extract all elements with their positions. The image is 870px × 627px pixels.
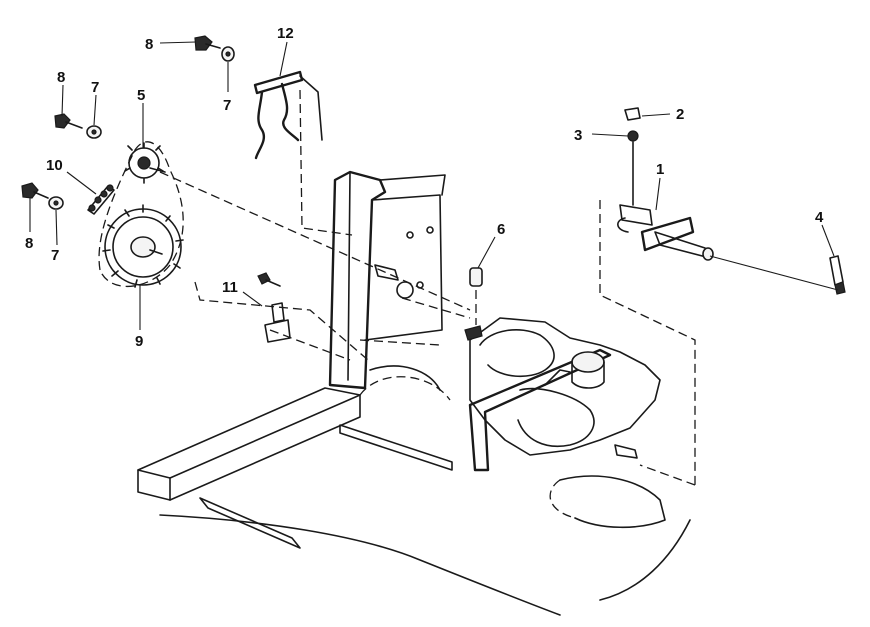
callout-11: 11 (222, 279, 238, 296)
callout-10: 10 (46, 157, 63, 174)
assembly-guide-lines (159, 89, 839, 486)
callout-7: 7 (51, 247, 59, 264)
roller-chain-part-10 (87, 184, 115, 215)
gearbox-assembly (359, 317, 666, 529)
machine-frame (137, 387, 691, 616)
callout-7: 7 (91, 79, 99, 96)
left-fasteners (21, 113, 102, 210)
callout-labels: 8 12 7 8 7 5 10 8 7 9 11 6 2 3 1 4 (25, 25, 824, 350)
callout-4: 4 (815, 209, 824, 226)
callout-8: 8 (57, 69, 65, 86)
pin-part-4 (829, 255, 846, 295)
callout-8: 8 (145, 36, 153, 53)
callout-6: 6 (497, 221, 505, 238)
callout-8: 8 (25, 235, 33, 252)
callout-5: 5 (137, 87, 145, 104)
callout-7: 7 (223, 97, 231, 114)
large-sprocket-part-9 (98, 141, 184, 288)
key-part-6 (469, 267, 483, 287)
shaft-assembly-part-1 (617, 107, 714, 261)
callout-1: 1 (656, 161, 664, 178)
callout-9: 9 (135, 333, 143, 350)
spring-clip-part-12 (253, 70, 323, 160)
bolt-washer-top (194, 35, 235, 62)
callout-2: 2 (676, 106, 684, 123)
callout-3: 3 (574, 127, 582, 144)
callout-12: 12 (277, 25, 294, 42)
upright-bracket (328, 170, 446, 390)
callout-leaders (29, 41, 835, 330)
